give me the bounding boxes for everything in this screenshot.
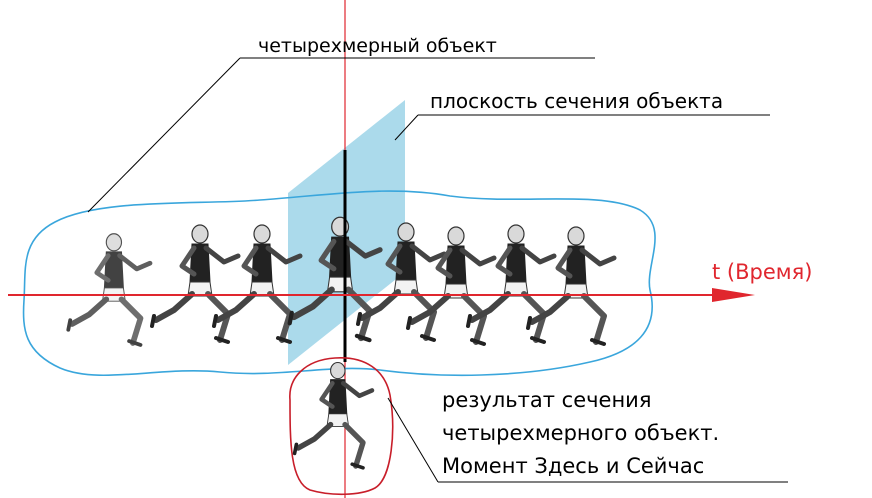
time-axis	[8, 288, 755, 302]
result-label-line-1: результат сечения	[442, 388, 651, 412]
object-4d-label: четырехмерный объект	[258, 35, 497, 57]
leader-lines	[87, 57, 788, 483]
object-outline	[22, 190, 656, 377]
result-label-line-2: четырехмерного объект.	[442, 421, 719, 445]
result-outline	[289, 357, 394, 496]
running-athlete-icon	[295, 363, 372, 468]
athlete-sequence	[68, 217, 614, 345]
running-athlete-icon	[408, 227, 494, 344]
running-athlete-icon	[152, 225, 238, 342]
result-label-line-3: Момент Здесь и Сейчас	[442, 454, 704, 478]
section-plane-label: плоскость сечения объекта	[430, 89, 723, 113]
running-athlete-icon	[68, 234, 150, 345]
time-axis-label: t (Время)	[712, 260, 812, 284]
